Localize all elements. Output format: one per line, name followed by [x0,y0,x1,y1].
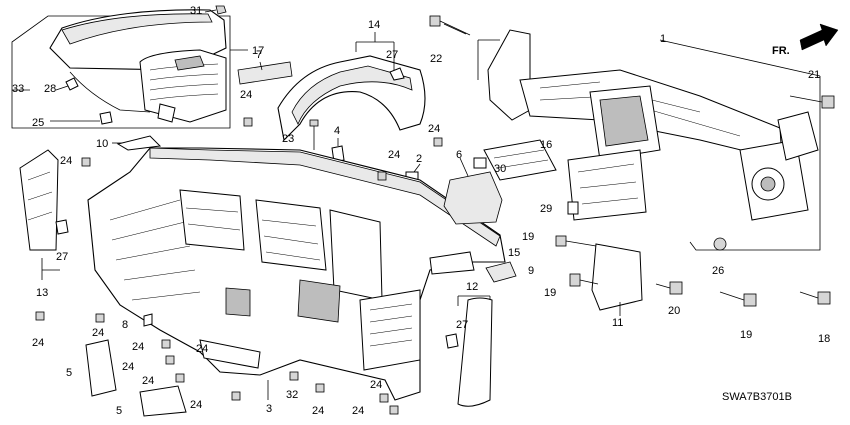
garnish-7-part [237,61,293,85]
callout-17: 17 [252,45,264,57]
clip-27-lower-part [445,333,459,349]
clip-29-part [567,201,579,215]
clip-28-part [65,77,79,91]
front-direction-arrow: FR. [772,23,839,57]
clip-8-part [143,313,153,327]
callout-6: 6 [456,149,462,161]
instrument-panel [87,147,506,401]
bolt-22-part [429,15,471,36]
clip-27-left-part [55,219,69,235]
bolt-18-part [799,291,831,305]
callout-25: 25 [32,117,44,129]
meter-visor [277,32,426,142]
callout-19-upper: 19 [522,231,534,243]
callout-5-lower: 5 [116,405,122,417]
callout-10: 10 [96,138,108,150]
callout-24: 24 [240,89,252,101]
callout-24: 24 [312,405,324,417]
callout-27: 27 [456,319,468,331]
clip-30-part [473,157,487,169]
callout-24: 24 [196,343,208,355]
bracket-11-part [591,243,643,311]
nut-26-part [713,237,727,251]
callout-32: 32 [286,389,298,401]
callout-24: 24 [32,337,44,349]
callout-22: 22 [430,53,442,65]
bolt-21-part [789,95,835,109]
callout-19-right: 19 [740,329,752,341]
clip-25-part [99,111,113,125]
callout-21: 21 [808,69,820,81]
callout-24: 24 [370,379,382,391]
fr-label: FR. [772,45,790,57]
bolt-20-part [655,281,683,295]
panel-12-part [457,297,493,407]
callout-24: 24 [60,155,72,167]
steering-hanger-beam [477,29,821,251]
airbag-group-bracket [11,15,231,129]
callout-27: 27 [56,251,68,263]
callout-31: 31 [190,5,202,17]
cover-10-part [116,135,162,151]
callout-2: 2 [416,153,422,165]
callout-13: 13 [36,287,48,299]
cover-5-upper-part [85,339,117,397]
clip-27-part [389,67,405,81]
callout-23: 23 [282,133,294,145]
callout-24: 24 [132,341,144,353]
bolt-31-part [215,5,227,15]
callout-27: 27 [386,49,398,61]
callout-12: 12 [466,281,478,293]
callout-29: 29 [540,203,552,215]
callout-18: 18 [818,333,830,345]
bolt-19-lower-part [569,273,599,287]
callout-20: 20 [668,305,680,317]
bolt-19-upper-part [555,235,597,247]
callout-24: 24 [190,399,202,411]
callout-24: 24 [142,375,154,387]
callout-16: 16 [540,139,552,151]
callout-24: 24 [92,327,104,339]
callout-33: 33 [12,83,24,95]
side-cover-13-part [19,149,59,251]
cover-9-part [485,261,517,283]
callout-24: 24 [388,149,400,161]
cover-5-lower-part [139,385,187,417]
callout-labels: 1 2 3 4 5 5 6 7 8 9 10 11 12 13 14 15 16… [12,5,830,417]
callout-24: 24 [428,123,440,135]
callout-28: 28 [44,83,56,95]
bolt-24-group [35,117,443,415]
bracket-16-part [483,139,557,181]
diagram-code: SWA7B3701B [722,391,792,403]
callout-26: 26 [712,265,724,277]
arrow-icon [799,23,839,51]
callout-11: 11 [612,317,623,329]
callout-5-upper: 5 [66,367,72,379]
clip-4-part [331,145,345,163]
callout-15: 15 [508,247,520,259]
callout-24: 24 [122,361,134,373]
callout-30: 30 [494,163,506,175]
callout-9: 9 [528,265,534,277]
bolt-19-right-part [719,291,757,307]
callout-7: 7 [256,49,262,61]
airbag-module-assembly [11,5,248,129]
callout-4: 4 [334,125,340,137]
pocket-6-part [443,171,503,225]
callout-3: 3 [266,403,272,415]
callout-8: 8 [122,319,128,331]
callout-24: 24 [352,405,364,417]
callout-1: 1 [660,33,666,45]
bolt-23-part [309,119,319,150]
callout-14: 14 [368,19,380,31]
callout-19-lower: 19 [544,287,556,299]
